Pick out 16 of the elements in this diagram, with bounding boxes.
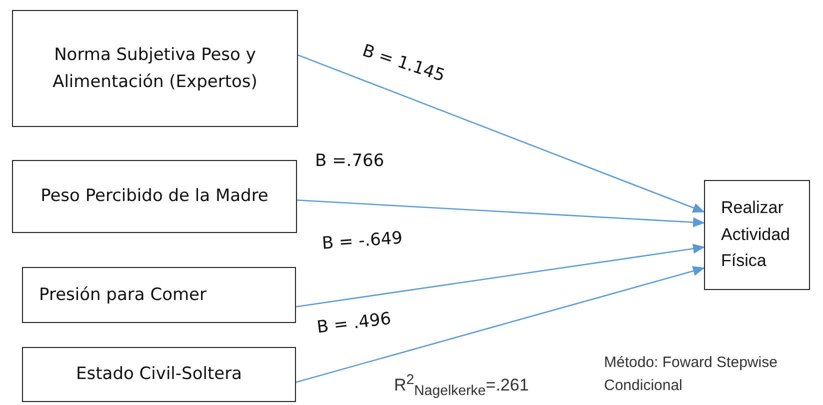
note-text: Método: Foward Stepwise Condicional	[604, 353, 778, 396]
arrow	[296, 200, 705, 228]
variable-label: Norma Subjetiva Peso y Alimentación (Expertos)	[52, 44, 258, 94]
variable-box	[704, 180, 810, 290]
arrow	[296, 266, 705, 383]
variable-label: Presión para Comer	[39, 284, 206, 307]
variable-box	[22, 347, 296, 402]
variable-box	[12, 160, 297, 233]
variable-box	[22, 267, 296, 323]
variable-label: Peso Percibido de la Madre	[40, 185, 268, 208]
arrow	[296, 244, 705, 308]
note-text: R$^{2}$$_{Nagelkerke}$=.261	[394, 371, 529, 402]
variable-box	[12, 10, 298, 127]
variable-label: Estado Civil-Soltera	[76, 363, 242, 386]
arrow	[298, 54, 705, 213]
variable-label: Realizar Actividad Física	[721, 197, 791, 272]
